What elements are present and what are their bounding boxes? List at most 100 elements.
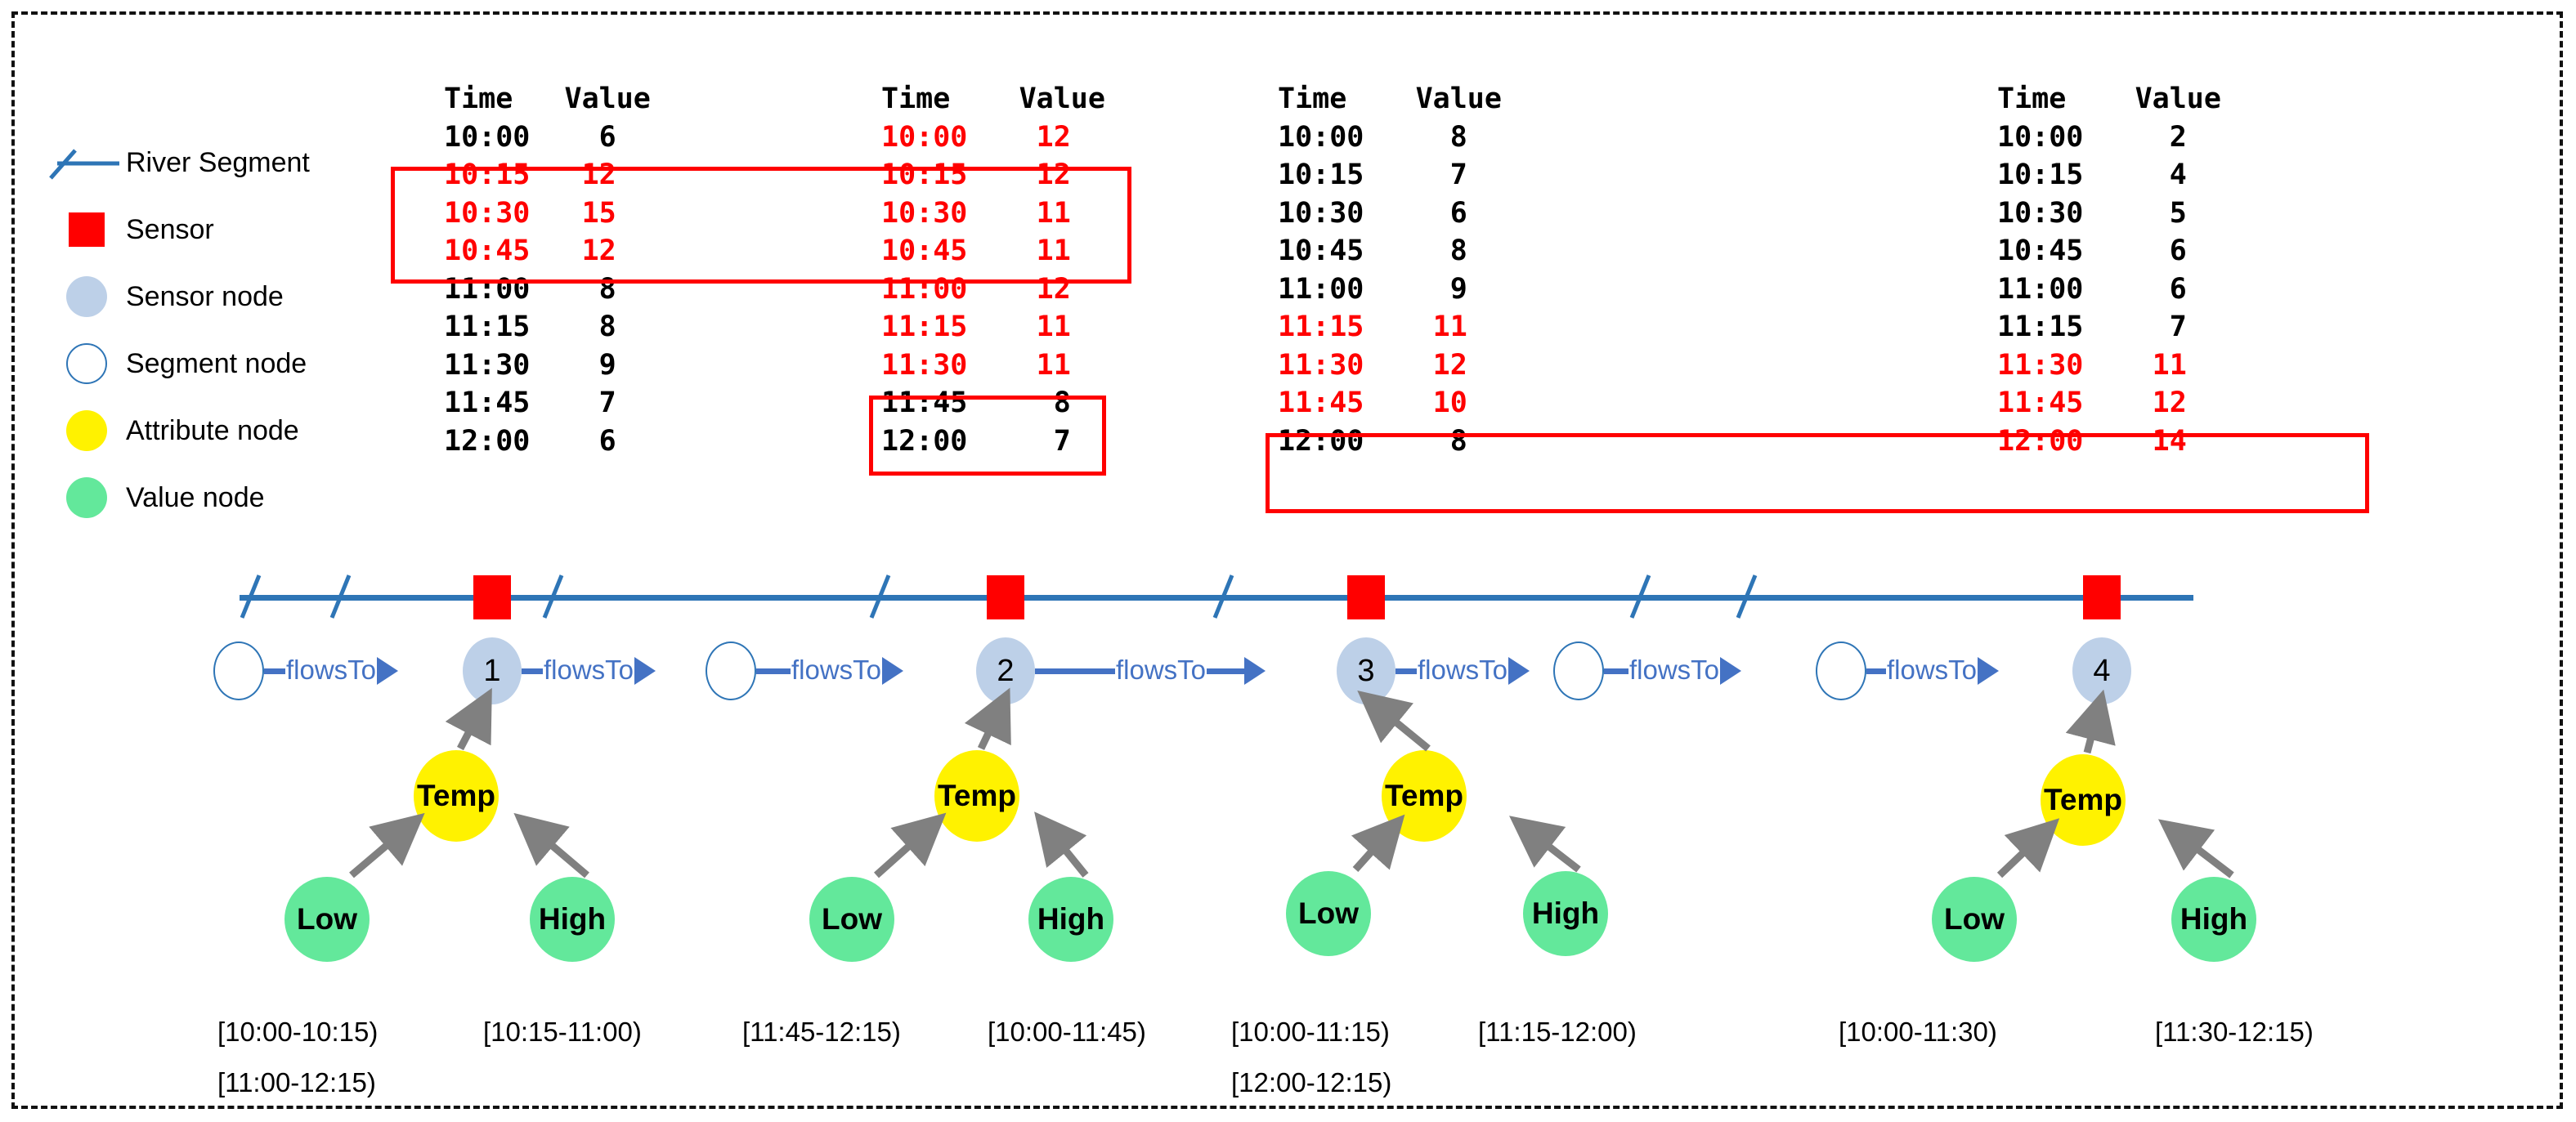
legend-label: Attribute node (126, 414, 299, 446)
sensor-node-1[interactable]: 1 (463, 637, 522, 704)
table-row: 11:45 10 (1278, 387, 1467, 419)
table-row: 11:15 11 (881, 311, 1071, 343)
edge-line (1207, 668, 1245, 674)
attribute-node-temp-2[interactable]: Temp (934, 750, 1019, 842)
table-row: 10:45 12 (444, 235, 616, 267)
table-row: 11:45 7 (444, 387, 616, 419)
table-row: 10:15 12 (444, 159, 616, 191)
edge-line (522, 668, 543, 674)
value-node-low-3[interactable]: Low (1286, 871, 1371, 956)
diagram-frame: River Segment Sensor Sensor node Segment… (11, 11, 2563, 1109)
table-header-row: Time Value (1278, 83, 1502, 115)
flows-to-edge-5: flowsTo (1396, 648, 1553, 694)
sensor-node-3[interactable]: 3 (1337, 637, 1396, 704)
legend-label: Sensor node (126, 280, 284, 312)
table-row: 12:00 14 (1997, 424, 2187, 458)
value-node-high-4[interactable]: High (2171, 877, 2256, 962)
sensor-marker-3 (1347, 575, 1385, 619)
table-row: 10:15 7 (1278, 159, 1467, 191)
segment-node-4[interactable] (1816, 641, 1866, 700)
arrow-head-icon (377, 657, 399, 685)
table-row: 11:00 9 (1278, 272, 1467, 306)
value-node-high-3[interactable]: High (1523, 871, 1608, 956)
table-row: 11:30 12 (1278, 348, 1467, 382)
attribute-node-temp-1[interactable]: Temp (414, 750, 499, 842)
interval-label-high-2: [10:00-11:45) (988, 1017, 1146, 1047)
table-row: 11:30 11 (881, 348, 1071, 382)
interval-label-low-4: [10:00-11:30) (1839, 1017, 1997, 1047)
sensor-node-circle-icon (47, 276, 126, 317)
flows-to-edge-7: flowsTo (1866, 648, 2072, 694)
table-row: 11:45 8 (881, 387, 1071, 419)
table-row: 10:30 15 (444, 196, 616, 230)
sensor-marker-4 (2083, 575, 2121, 619)
legend-item-attribute-node: Attribute node (47, 397, 391, 464)
sensor-marker-2 (987, 575, 1024, 619)
edge-line (264, 668, 285, 674)
flows-to-label: flowsTo (544, 654, 634, 685)
flows-to-label: flowsTo (1629, 654, 1720, 685)
table-row: 10:15 4 (1997, 159, 2187, 191)
flows-to-label: flowsTo (1418, 654, 1508, 685)
table-row: 11:15 7 (1997, 311, 2187, 343)
table-row: 11:15 8 (444, 311, 616, 343)
table-row: 10:30 6 (1278, 196, 1467, 230)
value-node-low-4[interactable]: Low (1932, 877, 2017, 962)
attribute-node-temp-4[interactable]: Temp (2041, 754, 2126, 846)
table-row: 10:00 8 (1278, 120, 1467, 154)
flows-to-edge-2: flowsTo (522, 648, 706, 694)
table-row: 10:30 5 (1997, 196, 2187, 230)
interval-label-low-3a: [10:00-11:15) (1231, 1017, 1390, 1047)
arrow-head-icon (634, 657, 656, 685)
sensor-node-2[interactable]: 2 (976, 637, 1035, 704)
edge-line (1396, 668, 1417, 674)
segment-node-1[interactable] (213, 641, 264, 700)
edge-line (1604, 668, 1628, 674)
table-row: 11:00 6 (1997, 272, 2187, 306)
table-row: 11:00 8 (444, 272, 616, 306)
segment-node-3[interactable] (1553, 641, 1604, 700)
river-segment-line-icon (47, 144, 126, 181)
river-line (240, 595, 2193, 601)
table-row: 10:00 12 (881, 120, 1071, 154)
highlight-box-c (1266, 433, 2369, 513)
sensor-marker-1 (473, 575, 511, 619)
interval-label-low-1a: [10:00-10:15) (217, 1017, 379, 1047)
interval-label-high-3: [11:15-12:00) (1478, 1017, 1637, 1047)
table-row: 10:45 8 (1278, 235, 1467, 267)
table-row: 12:00 6 (444, 424, 616, 458)
attribute-node-temp-3[interactable]: Temp (1382, 750, 1467, 842)
legend-item-segment-node: Segment node (47, 330, 391, 397)
flows-to-label: flowsTo (1116, 654, 1207, 685)
table-row: 11:00 12 (881, 272, 1071, 306)
value-node-low-1[interactable]: Low (284, 877, 370, 962)
legend: River Segment Sensor Sensor node Segment… (47, 129, 391, 531)
legend-label: River Segment (126, 146, 310, 178)
table-header-row: Time Value (881, 83, 1105, 115)
legend-label: Sensor (126, 213, 214, 245)
legend-label: Value node (126, 481, 265, 513)
segment-node-2[interactable] (706, 641, 756, 700)
table-header-row: Time Value (444, 83, 651, 115)
sensor-node-4[interactable]: 4 (2072, 637, 2131, 704)
flows-to-label: flowsTo (791, 654, 882, 685)
table-row: 10:00 2 (1997, 120, 2187, 154)
value-node-high-2[interactable]: High (1028, 877, 1113, 962)
interval-label-low-1b: [11:00-12:15) (217, 1067, 376, 1097)
value-node-high-1[interactable]: High (530, 877, 615, 962)
table-row: 10:15 12 (881, 159, 1071, 191)
arrow-head-icon (1720, 657, 1742, 685)
sensor-4-readings-table: Time Value 10:00 2 10:15 4 10:30 5 10:45 6 11… (1997, 80, 2221, 460)
interval-label-high-1: [10:15-11:00) (483, 1017, 642, 1047)
highlight-box-b (869, 396, 1106, 476)
legend-item-sensor: Sensor (47, 196, 391, 263)
table-header-row: Time Value (1997, 83, 2221, 115)
flows-to-label: flowsTo (1887, 654, 1978, 685)
interval-label-high-4: [11:30-12:15) (2155, 1017, 2314, 1047)
value-node-low-2[interactable]: Low (809, 877, 894, 962)
legend-label: Segment node (126, 347, 307, 379)
table-row: 10:45 6 (1997, 235, 2187, 267)
attribute-node-circle-icon (47, 410, 126, 451)
sensor-3-readings-table: Time Value 10:00 8 10:15 7 10:30 6 10:45 8 11… (1278, 80, 1502, 460)
